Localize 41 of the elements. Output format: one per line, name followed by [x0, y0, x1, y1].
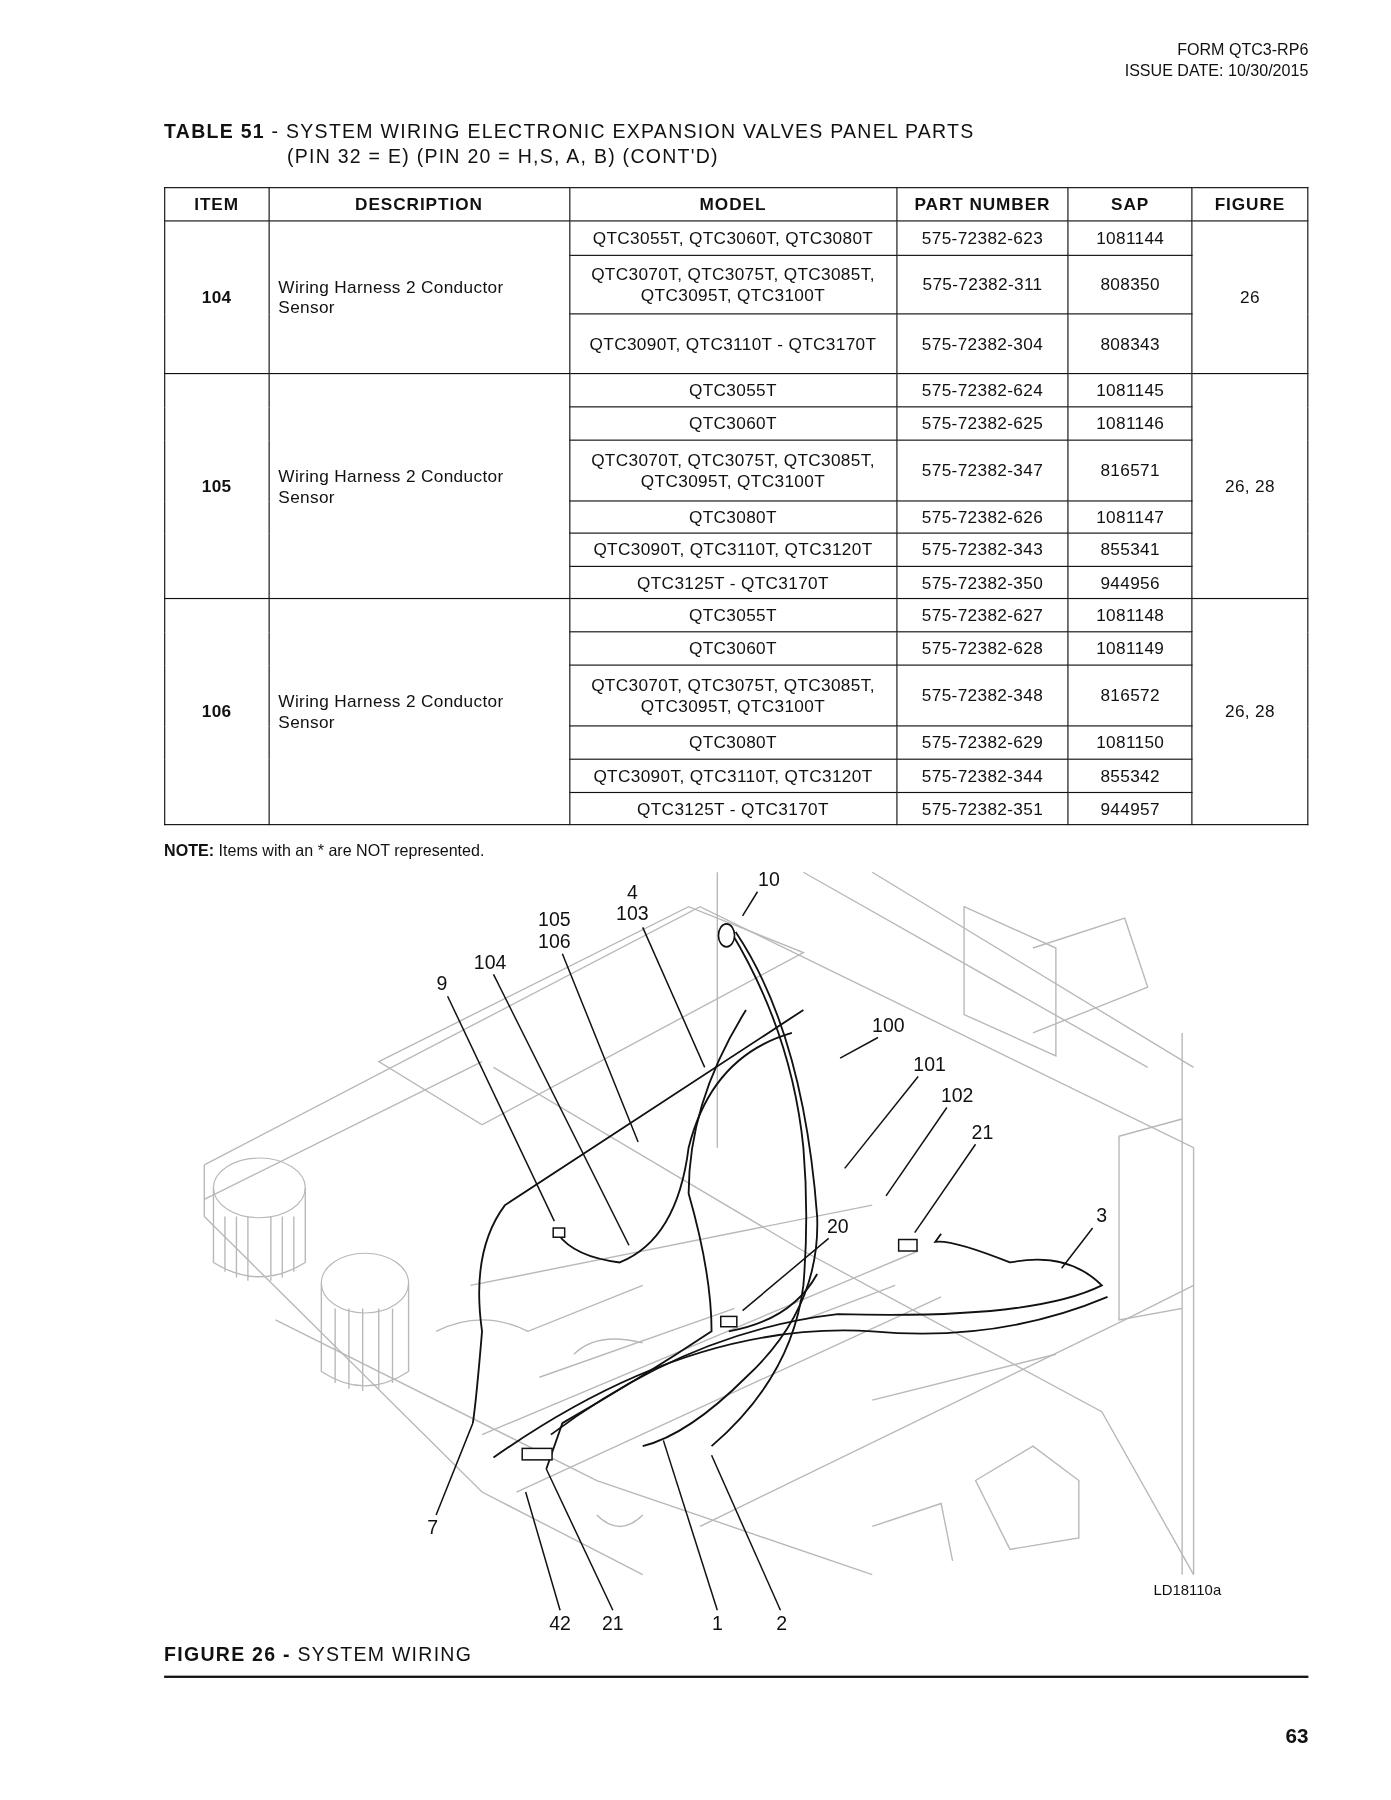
- callout-number: 101: [913, 1053, 946, 1075]
- table-title: TABLE 51 - SYSTEM WIRING ELECTRONIC EXPANSION VALVES PANEL PARTS (PIN 32 = E) (PIN 20 = H,S, A, B) (CONT'D): [164, 119, 976, 170]
- callout-number: 100: [872, 1014, 905, 1036]
- callout-number: 4: [625, 881, 639, 904]
- callout-number: 7: [427, 1516, 439, 1539]
- issue-date: ISSUE DATE: 10/30/2015: [1124, 60, 1309, 80]
- leader-line: [741, 891, 759, 917]
- leader-line: [446, 995, 556, 1222]
- leader-line: [885, 1106, 948, 1197]
- leader-line: [545, 1468, 614, 1611]
- leader-line: [524, 1491, 561, 1611]
- leader-line: [1060, 1227, 1094, 1269]
- leader-line: [641, 926, 706, 1069]
- leader-line: [843, 1075, 919, 1170]
- form-number: FORM QTC3-RP6: [1177, 40, 1309, 59]
- callout-number: 42: [549, 1611, 571, 1634]
- callout-number: 2: [776, 1611, 787, 1634]
- callout-number: 21: [971, 1120, 994, 1143]
- callout-number: 106: [537, 930, 572, 953]
- leader-line: [839, 1036, 879, 1059]
- leader-line: [741, 1237, 830, 1312]
- callout-number: 105: [537, 909, 572, 931]
- callout-number: 1: [711, 1611, 723, 1634]
- callout-number: 9: [436, 972, 448, 995]
- callout-number: 104: [473, 950, 507, 973]
- callout-number: 3: [1096, 1204, 1108, 1227]
- page-number: 63: [1285, 1725, 1309, 1750]
- callout-number: 103: [615, 903, 650, 926]
- drawing-number: LD18110a: [1153, 1581, 1222, 1599]
- callout-number: 10: [758, 868, 780, 891]
- note-text: NOTE: Items with an * are NOT represented.: [164, 841, 485, 860]
- callout-number: 20: [826, 1214, 849, 1237]
- leader-line: [710, 1454, 782, 1611]
- callout-number: 21: [602, 1611, 624, 1634]
- callout-number: 102: [940, 1084, 974, 1106]
- leader-line: [435, 1422, 474, 1516]
- figure-caption: FIGURE 26 - SYSTEM WIRING: [164, 1643, 473, 1667]
- leader-line: [662, 1439, 719, 1611]
- leader-line: [913, 1143, 977, 1234]
- leader-line: [561, 953, 639, 1143]
- leader-line: [492, 973, 630, 1246]
